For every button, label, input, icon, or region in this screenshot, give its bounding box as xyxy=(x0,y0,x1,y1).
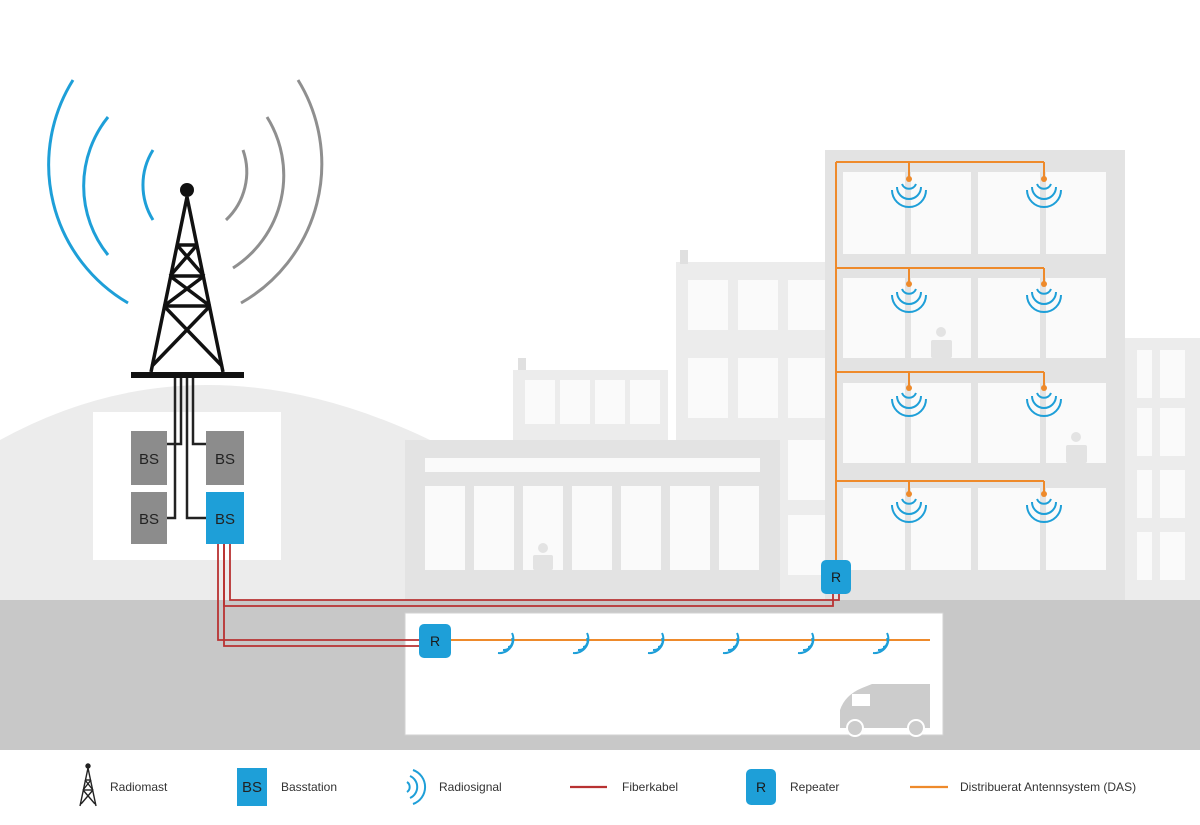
legend-label: Radiosignal xyxy=(439,780,502,794)
antenna-icon xyxy=(891,491,927,523)
legend-item-repeater: R Repeater xyxy=(746,769,839,805)
radio-mast-icon xyxy=(79,763,97,807)
legend-item-radiomast: Radiomast xyxy=(79,763,168,807)
antenna-icon xyxy=(1026,385,1062,417)
repeater-icon xyxy=(746,769,776,805)
mast-radio-signal xyxy=(47,79,324,305)
antenna-icon xyxy=(1026,281,1062,313)
building-antennas xyxy=(891,176,1062,523)
legend-icon-text: R xyxy=(756,779,766,795)
legend-item-radiosignal: Radiosignal xyxy=(406,769,502,805)
antenna-icon xyxy=(1026,491,1062,523)
legend-label: Radiomast xyxy=(110,780,168,794)
antenna-icon xyxy=(891,176,927,208)
fiber-cable xyxy=(217,544,840,647)
antenna-icon xyxy=(722,632,740,655)
repeater-tunnel: R xyxy=(419,624,451,658)
legend-icon-text: BS xyxy=(242,779,262,796)
antenna-icon xyxy=(872,632,890,655)
legend-label: Distribuerat Antennsystem (DAS) xyxy=(960,780,1136,794)
antenna-icon xyxy=(647,632,665,655)
mast-feed-lines xyxy=(167,378,206,520)
base-station-label: BS xyxy=(139,511,159,528)
base-station-1: BS xyxy=(131,431,167,485)
base-station-active: BS xyxy=(206,492,244,544)
building-low xyxy=(405,440,780,600)
radio-signal-icon xyxy=(406,769,427,805)
antenna-icon xyxy=(797,632,815,655)
base-station-3: BS xyxy=(131,492,167,544)
legend-item-fiberkabel: Fiberkabel xyxy=(570,780,678,794)
building-far-right xyxy=(1125,338,1200,600)
antenna-icon xyxy=(497,632,515,655)
legend-label: Fiberkabel xyxy=(622,780,678,794)
das-building xyxy=(835,161,1045,562)
radio-mast-icon xyxy=(131,183,244,378)
repeater-label: R xyxy=(831,569,841,585)
antenna-icon xyxy=(572,632,590,655)
base-station-label: BS xyxy=(215,451,235,468)
person-silhouette xyxy=(931,327,1087,463)
legend-label: Basstation xyxy=(281,780,337,794)
antenna-icon xyxy=(891,385,927,417)
repeater-label: R xyxy=(430,633,440,649)
person-silhouette xyxy=(533,543,553,570)
base-station-icon xyxy=(237,768,267,806)
base-station-2: BS xyxy=(206,431,244,485)
van-icon xyxy=(840,684,930,737)
tunnel-antennas xyxy=(497,632,890,655)
repeater-building: R xyxy=(821,560,851,594)
legend-item-das: Distribuerat Antennsystem (DAS) xyxy=(910,780,1136,794)
antenna-icon xyxy=(891,281,927,313)
base-station-label: BS xyxy=(139,451,159,468)
legend-item-basstation: BS Basstation xyxy=(237,768,337,806)
base-station-label: BS xyxy=(215,511,235,528)
legend-label: Repeater xyxy=(790,780,839,794)
antenna-icon xyxy=(1026,176,1062,208)
legend: Radiomast BS Basstation Radiosignal Fibe… xyxy=(79,763,1136,807)
building-tall xyxy=(825,150,1125,600)
building-small-back xyxy=(513,358,668,440)
